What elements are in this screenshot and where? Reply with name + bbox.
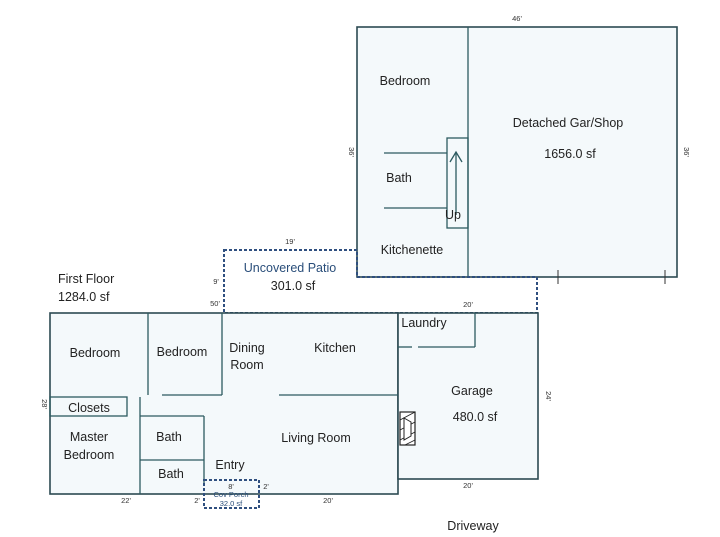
bath-2-label: Bath — [158, 467, 184, 481]
bath-1-label: Bath — [156, 430, 182, 444]
garage-dim-bottom: 20' — [463, 481, 473, 490]
porch-area-label: 32.0 sf — [220, 499, 243, 508]
house-dim-bottom-left: 22' — [121, 496, 131, 505]
detached-dim-left: 36' — [347, 147, 356, 157]
porch-name-label: Cov Porch — [213, 490, 248, 499]
kitchen-label: Kitchen — [314, 341, 356, 355]
patio-dim-bottom: 20' — [463, 300, 473, 309]
detached-bedroom-label: Bedroom — [380, 74, 431, 88]
detached-name-label: Detached Gar/Shop — [513, 116, 624, 130]
patio-area-label: 301.0 sf — [271, 279, 316, 293]
detached-area-label: 1656.0 sf — [544, 147, 596, 161]
porch-dim-side: 2' — [263, 482, 269, 491]
bedroom-1-label: Bedroom — [70, 346, 121, 360]
driveway-label: Driveway — [447, 519, 499, 533]
closets-box — [49, 396, 128, 417]
master-bedroom-label-2: Bedroom — [64, 448, 115, 462]
detached-dim-right: 36' — [682, 147, 691, 157]
stair — [446, 137, 469, 229]
house-dim-bottom-mid: 2' — [194, 496, 200, 505]
bedroom-2-label: Bedroom — [157, 345, 208, 359]
patio-dim-top: 19' — [285, 237, 295, 246]
house-dim-left: 28' — [40, 399, 49, 409]
detached-bath-label: Bath — [386, 171, 412, 185]
closets-label: Closets — [68, 401, 110, 415]
first-floor-title: First Floor — [58, 272, 114, 286]
garage-dim-right: 24' — [544, 391, 553, 401]
dining-room-label-1: Dining — [229, 341, 264, 355]
living-room-label: Living Room — [281, 431, 350, 445]
dining-room-label-2: Room — [230, 358, 263, 372]
fireplace-firebox — [403, 417, 412, 441]
stair-up-label: Up — [445, 208, 461, 222]
laundry-label: Laundry — [401, 316, 447, 330]
fireplace-hatch-1 — [399, 411, 416, 421]
garage-outline — [397, 312, 539, 480]
patio-name-label: Uncovered Patio — [244, 261, 336, 275]
detached-dim-top: 46' — [512, 14, 522, 23]
patio-dim-left2: 50' — [210, 299, 220, 308]
detached-building-outline — [356, 26, 678, 278]
master-bedroom-label-1: Master — [70, 430, 108, 444]
patio-outline — [223, 249, 538, 314]
porch-outline — [203, 479, 260, 509]
entry-label: Entry — [215, 458, 245, 472]
porch-dim-top: 8' — [228, 482, 234, 491]
kitchenette-label: Kitchenette — [381, 243, 444, 257]
fireplace-hatch-4 — [404, 439, 416, 446]
first-floor-area: 1284.0 sf — [58, 290, 110, 304]
garage-name-label: Garage — [451, 384, 493, 398]
garage-area-label: 480.0 sf — [453, 410, 498, 424]
stair-arrow-head — [449, 150, 463, 163]
house-dim-bottom-right: 20' — [323, 496, 333, 505]
patio-dim-left: 9' — [213, 277, 219, 286]
